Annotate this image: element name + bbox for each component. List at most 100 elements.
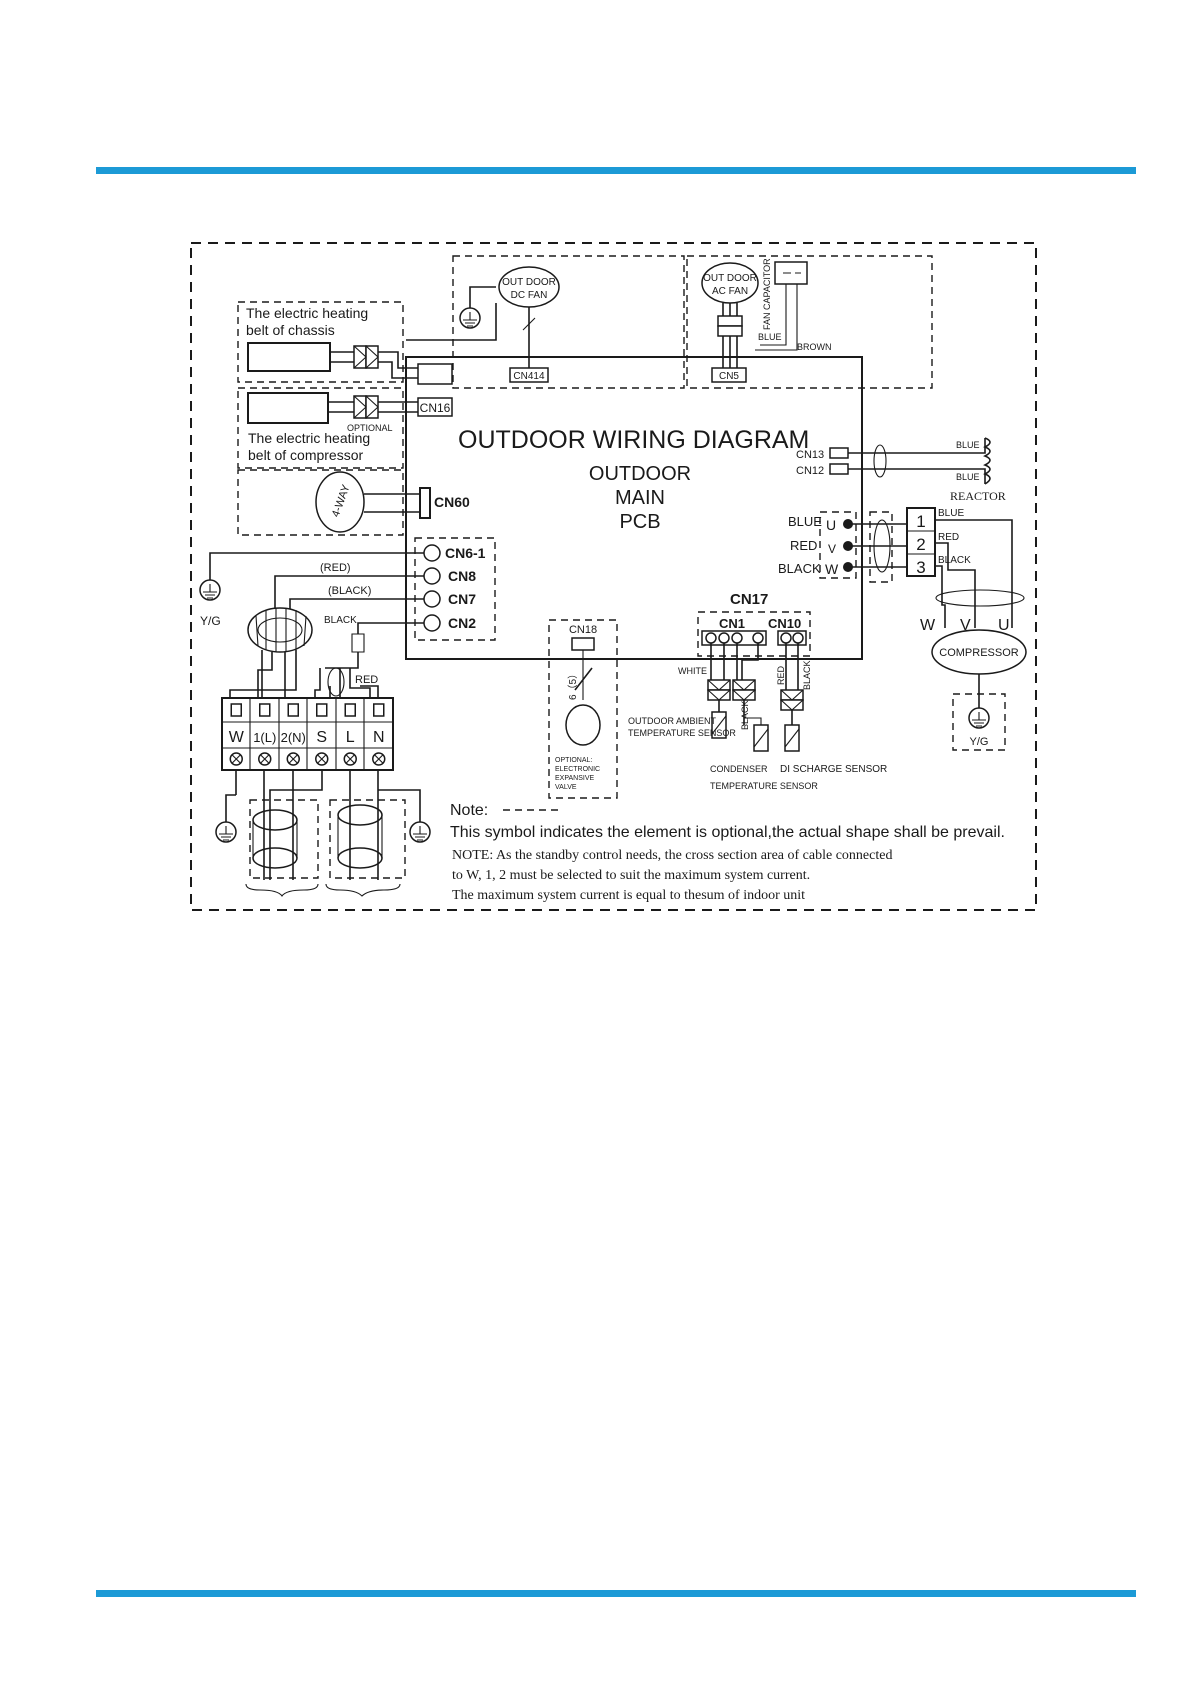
chassis-belt-optional-box [237, 301, 404, 383]
terminal-screw-top [316, 703, 328, 717]
connector-cn8: CN8 [423, 567, 476, 585]
condenser-sensor-label-2: TEMPERATURE SENSOR [710, 781, 818, 791]
cn5-connector [711, 367, 747, 383]
uvw-terminal-1: 1 [916, 512, 925, 531]
expansion-valve [565, 704, 601, 746]
cn18-opt-1: OPTIONAL: [555, 757, 592, 764]
uvw-color-blue: BLUE [788, 514, 822, 529]
terminal-screw-cross [231, 754, 241, 764]
ac-fan-label-2: AC FAN [712, 286, 748, 297]
cn414-connector [509, 367, 549, 383]
compressor-w: W [920, 617, 936, 634]
cn12-connector [829, 463, 849, 475]
terminal-label: W [229, 729, 245, 746]
terminal-screw-cross [260, 754, 270, 764]
terminal-label: 1(L) [253, 730, 276, 745]
svg-text:CN6-1: CN6-1 [445, 545, 486, 561]
reactor-coil [983, 437, 991, 485]
compressor-ground [968, 707, 990, 729]
cn13-connector [829, 447, 849, 459]
terminal-screw-cross [345, 754, 355, 764]
ambient-sensor-label-2: TEMPERATURE SENSOR [628, 728, 736, 738]
compressor-ground-label: Y/G [970, 736, 989, 748]
left-connector-box [414, 537, 496, 641]
terminal-screw-cross [288, 754, 298, 764]
header-rule [96, 167, 1136, 174]
cn5-label: CN5 [719, 371, 739, 382]
terminal-screw-top [344, 703, 356, 717]
cn17-black2-label: BLACK [802, 660, 812, 690]
note-title: Note: [450, 802, 488, 819]
dc-fan-label-2: DC FAN [511, 290, 548, 301]
ac-fan-wire-blue: BLUE [758, 332, 782, 342]
terminal-label: S [316, 729, 327, 746]
connector-cn7: CN7 [423, 590, 476, 608]
uvw-wire-black: BLACK [938, 555, 971, 566]
uvw-wire-red: RED [938, 532, 959, 543]
chassis-belt-label-1: The electric heating [246, 305, 368, 321]
terminal-screw-top [259, 703, 271, 717]
connector-cn6-1: CN6-1 [423, 544, 486, 562]
cn17-white-label: WHITE [678, 666, 707, 676]
note-line-1: This symbol indicates the element is opt… [450, 824, 1005, 841]
cn10-label: CN10 [768, 616, 801, 631]
footer-rule [96, 1590, 1136, 1597]
left-ground [199, 579, 221, 601]
cn18-opt-3: EXPANSIVE [555, 775, 594, 782]
chassis-belt-connector [417, 363, 453, 385]
cn60-label: CN60 [434, 494, 470, 510]
reactor-wire-2: BLUE [956, 472, 980, 482]
cn414-label: CN414 [513, 371, 545, 382]
cn18-opt-2: ELECTRONIC [555, 766, 600, 773]
left-ground-label: Y/G [200, 614, 221, 628]
capacitor-label: FAN CAPACITOR [762, 258, 772, 330]
cn18-pin-label: 6（5） [567, 669, 579, 700]
four-way-optional-box [237, 469, 404, 536]
condenser-sensor-label-1: CONDENSER [710, 764, 768, 774]
terminal-ground-left [215, 821, 237, 843]
chassis-heating-belt [247, 342, 331, 372]
terminal-label: N [373, 729, 385, 746]
cn17-label: CN17 [730, 591, 768, 608]
optional-label: OPTIONAL [347, 423, 393, 433]
compressor-v: V [960, 617, 971, 634]
cn17-red-label: RED [776, 665, 786, 685]
compressor-belt-label-1: The electric heating [248, 430, 370, 446]
note-line-2: NOTE: As the standby control needs, the … [452, 848, 892, 863]
four-way-valve [315, 471, 365, 533]
cn13-label: CN13 [796, 449, 824, 461]
dc-fan-label-1: OUT DOOR [502, 277, 556, 288]
uvw-wire-blue: BLUE [938, 508, 964, 519]
terminal-ground-right [409, 821, 431, 843]
uvw-pin-u: U [826, 517, 836, 533]
uvw-terminal-3: 3 [916, 558, 925, 577]
connector-cn2: CN2 [423, 614, 476, 632]
terminal-label: 2(N) [281, 730, 306, 745]
svg-text:CN2: CN2 [448, 615, 476, 631]
pcb-label-1: OUTDOOR [589, 463, 691, 485]
note-line-4: The maximum system current is equal to t… [452, 888, 805, 903]
wire-black2-label: BLACK [324, 615, 357, 626]
svg-text:CN7: CN7 [448, 591, 476, 607]
reactor-label: REACTOR [950, 489, 1006, 503]
chassis-belt-label-2: belt of chassis [246, 322, 335, 338]
compressor-belt-label-2: belt of compressor [248, 447, 363, 463]
cn17-optional-box [697, 611, 811, 657]
compressor-label: COMPRESSOR [939, 647, 1019, 659]
main-pcb [405, 356, 863, 660]
reactor-wire-1: BLUE [956, 440, 980, 450]
dc-fan-optional-box [452, 255, 685, 389]
dc-fan-ground [459, 307, 481, 329]
compressor-u: U [998, 617, 1010, 634]
uvw-optional-box [819, 511, 857, 579]
wire-black-label: (BLACK) [328, 585, 371, 597]
terminal-screw-cross [317, 754, 327, 764]
ambient-sensor-label-1: OUTDOOR AMBIENT [628, 716, 717, 726]
terminal-screw-top [373, 703, 385, 717]
cn18-connector [571, 637, 595, 651]
condenser-black-label: BLACK [740, 700, 750, 730]
uvw-terminal-block [906, 507, 936, 577]
uvw-color-black: BLACK [778, 561, 821, 576]
compressor-belt-optional-box [237, 387, 404, 469]
